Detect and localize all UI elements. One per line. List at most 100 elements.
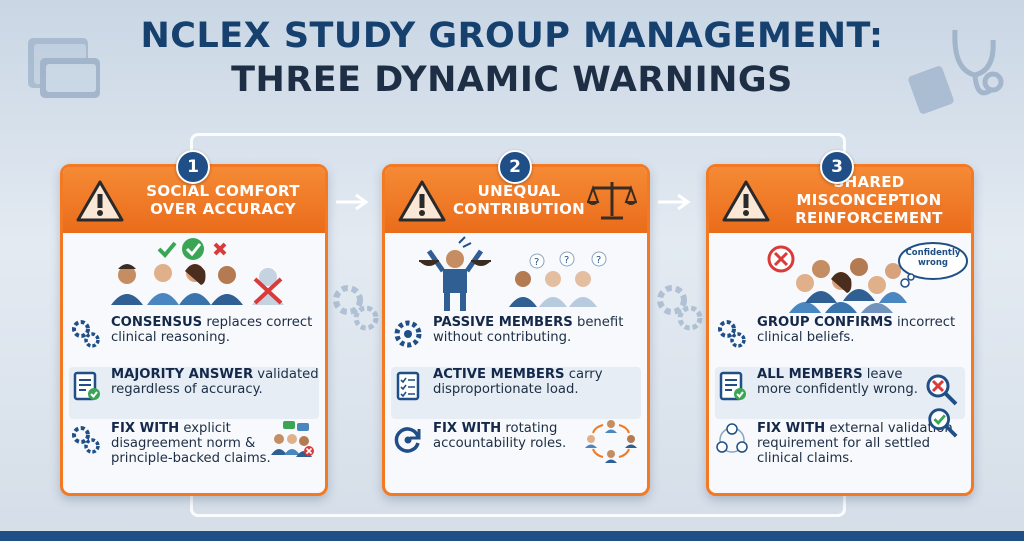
heading-line: CONTRIBUTION [452, 200, 585, 218]
checklist-icon [719, 371, 746, 401]
warning-card-1: SOCIAL COMFORT OVER ACCURACY [60, 164, 328, 496]
checklist-icon [73, 371, 100, 401]
row-text: ALL MEMBERS leave more confidently wrong… [757, 367, 933, 397]
cross-icon [213, 242, 227, 256]
card-row: CONSENSUS replaces correct clinical reas… [69, 315, 319, 367]
warning-card-2: UNEQUAL CONTRIBUTION ? ? ? [382, 164, 650, 496]
row-description: carry disproportionate load. [433, 367, 603, 397]
row-text: FIX WITH rotating accountability roles. [433, 421, 583, 451]
row-description: explicit disagreement norm & principle-b… [111, 421, 271, 466]
gears-icon [333, 285, 379, 331]
magnifier-cross-icon [926, 374, 958, 406]
person-icon [825, 272, 857, 313]
person-icon [179, 264, 211, 305]
process-cycle-icon [716, 423, 748, 453]
gears-icon [72, 320, 100, 348]
person-icon [147, 264, 179, 305]
rotation-roles-icon [585, 420, 637, 463]
card-row: ALL MEMBERS leave more confidently wrong… [715, 367, 965, 419]
svg-text:?: ? [564, 255, 569, 266]
person-icon [843, 258, 875, 301]
row-text: MAJORITY ANSWER validated regardless of … [111, 367, 319, 397]
heading-line: MISCONCEPTION [796, 191, 942, 209]
person-icon [805, 260, 837, 303]
row-description: benefit without contributing. [433, 315, 624, 345]
row-description: leave more confidently wrong. [757, 367, 918, 397]
step-badge-1: 1 [176, 150, 210, 184]
gears-icon [72, 426, 100, 454]
card-heading: SOCIAL COMFORT OVER ACCURACY [129, 167, 317, 233]
gears-icon [657, 285, 703, 331]
svg-text:?: ? [596, 255, 601, 266]
svg-text:?: ? [534, 257, 539, 268]
person-icon [861, 276, 893, 313]
row-keyword: ALL MEMBERS [757, 367, 863, 382]
row-text: CONSENSUS replaces correct clinical reas… [111, 315, 319, 345]
row-text: FIX WITH external validation requirement… [757, 421, 953, 466]
row-description: validated regardless of accuracy. [111, 367, 319, 397]
unequal-load-illustration: ? ? ? [419, 236, 607, 311]
scales-icon [587, 182, 637, 220]
discussion-group-icon [271, 421, 314, 457]
person-icon [211, 266, 243, 305]
card-row: FIX WITH rotating accountability roles. [391, 420, 641, 473]
row-keyword: ACTIVE MEMBERS [433, 367, 565, 382]
card-heading: UNEQUAL CONTRIBUTION [451, 167, 587, 233]
person-icon [879, 263, 907, 303]
cross-icon [253, 277, 283, 305]
heading-line: SHARED [833, 173, 905, 191]
title-line-2: THREE DYNAMIC WARNINGS [231, 60, 793, 100]
row-keyword: CONSENSUS [111, 315, 203, 330]
person-icon [509, 271, 537, 307]
question-bubble-icon: ? ? ? [529, 251, 607, 269]
card-row: MAJORITY ANSWER validated regardless of … [69, 367, 319, 419]
card-row: PASSIVE MEMBERS benefit without contribu… [391, 315, 641, 367]
row-description: rotating accountability roles. [433, 421, 567, 451]
group-consensus-illustration [111, 238, 284, 305]
arrow-right-icon [658, 193, 691, 211]
heading-line: OVER ACCURACY [150, 200, 296, 218]
gear-icon [394, 320, 422, 348]
gears-icon [718, 320, 746, 348]
checklist-icon [396, 371, 420, 401]
thought-bubble-icon [898, 242, 968, 280]
row-description: incorrect clinical beliefs. [757, 315, 956, 345]
card-header: UNEQUAL CONTRIBUTION [385, 167, 647, 233]
heading-line: SOCIAL COMFORT [146, 182, 300, 200]
check-circle-icon [182, 238, 204, 260]
row-text: PASSIVE MEMBERS benefit without contribu… [433, 315, 641, 345]
page-title: NCLEX STUDY GROUP MANAGEMENT: THREE DYNA… [0, 14, 1024, 102]
card-row: FIX WITH explicit disagreement norm & pr… [69, 421, 319, 473]
person-icon [789, 274, 821, 313]
warning-triangle-icon [76, 180, 124, 222]
warning-triangle-icon [398, 180, 446, 222]
card-heading: SHARED MISCONCEPTION REINFORCEMENT [775, 167, 963, 233]
title-line-1: NCLEX STUDY GROUP MANAGEMENT: [140, 16, 884, 56]
stethoscope-icon [908, 29, 1004, 114]
row-description: external validation requirement for all … [757, 421, 953, 466]
check-icon [157, 241, 177, 258]
row-keyword: FIX WITH [111, 421, 180, 436]
rotate-icon [394, 427, 421, 453]
flow-loop-bottom [190, 492, 846, 517]
card-header: SHARED MISCONCEPTION REINFORCEMENT [709, 167, 971, 233]
heading-line: REINFORCEMENT [795, 209, 943, 227]
row-text: GROUP CONFIRMS incorrect clinical belief… [757, 315, 965, 345]
magnifier-check-icon [928, 408, 958, 438]
card-row: GROUP CONFIRMS incorrect clinical belief… [715, 315, 965, 367]
step-badge-3: 3 [820, 150, 854, 184]
stressed-person-icon [419, 236, 491, 311]
shared-misconception-illustration: Confidently wrong [709, 233, 971, 313]
person-icon [539, 271, 567, 307]
row-text: ACTIVE MEMBERS carry disproportionate lo… [433, 367, 641, 397]
book-stack-icon [28, 38, 100, 98]
thought-bubble-text: Confidently wrong [905, 248, 961, 268]
row-keyword: PASSIVE MEMBERS [433, 315, 573, 330]
row-text: FIX WITH explicit disagreement norm & pr… [111, 421, 281, 466]
heading-line: UNEQUAL [477, 182, 561, 200]
card-row: ACTIVE MEMBERS carry disproportionate lo… [391, 367, 641, 419]
flow-loop-top [190, 133, 846, 164]
step-badge-2: 2 [498, 150, 532, 184]
bottom-bar [0, 531, 1024, 541]
row-keyword: FIX WITH [433, 421, 502, 436]
